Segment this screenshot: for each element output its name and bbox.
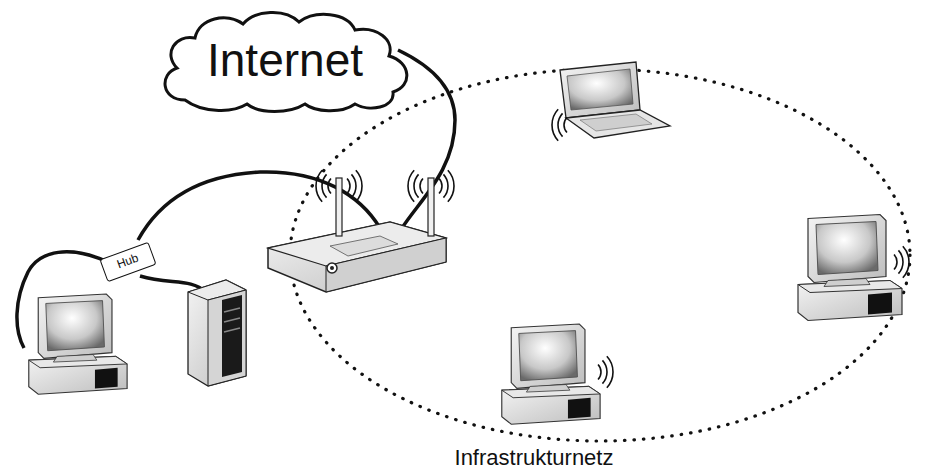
radio-wave <box>414 174 419 197</box>
radio-wave <box>607 356 613 387</box>
wireless-pc <box>798 215 902 321</box>
hub-box: Hub <box>99 242 156 282</box>
radio-wave <box>558 113 563 136</box>
radio-wave <box>903 246 909 277</box>
radio-wave <box>351 174 356 197</box>
radio-wave <box>408 170 414 201</box>
caption: Infrastrukturnetz <box>455 445 614 471</box>
wired-pc <box>29 294 127 394</box>
radio-wave <box>448 170 454 201</box>
radio-wave <box>347 179 350 194</box>
radio-wave <box>328 179 331 194</box>
router-hub-cable <box>138 172 380 240</box>
internet-cloud: Internet <box>155 8 415 112</box>
wlan-range <box>290 69 910 441</box>
radio-wave <box>552 109 558 140</box>
server-tower <box>188 280 246 386</box>
radio-wave <box>322 174 327 197</box>
radio-wave <box>602 360 607 383</box>
radio-wave <box>420 179 423 194</box>
cloud-shape <box>165 12 407 111</box>
radio-wave <box>564 118 567 133</box>
radio-wave <box>316 170 322 201</box>
radio-wave <box>898 250 903 273</box>
wireless-pc <box>502 324 600 424</box>
box-label: Hub <box>115 252 140 272</box>
radio-wave <box>443 174 448 197</box>
cloud-label: Internet <box>207 35 363 86</box>
radio-wave <box>894 255 897 270</box>
laptop <box>560 62 670 138</box>
radio-wave <box>598 365 601 380</box>
radio-wave <box>439 179 442 194</box>
radio-wave <box>356 170 362 201</box>
radio-waves <box>316 109 909 387</box>
wlan-router <box>268 178 446 292</box>
